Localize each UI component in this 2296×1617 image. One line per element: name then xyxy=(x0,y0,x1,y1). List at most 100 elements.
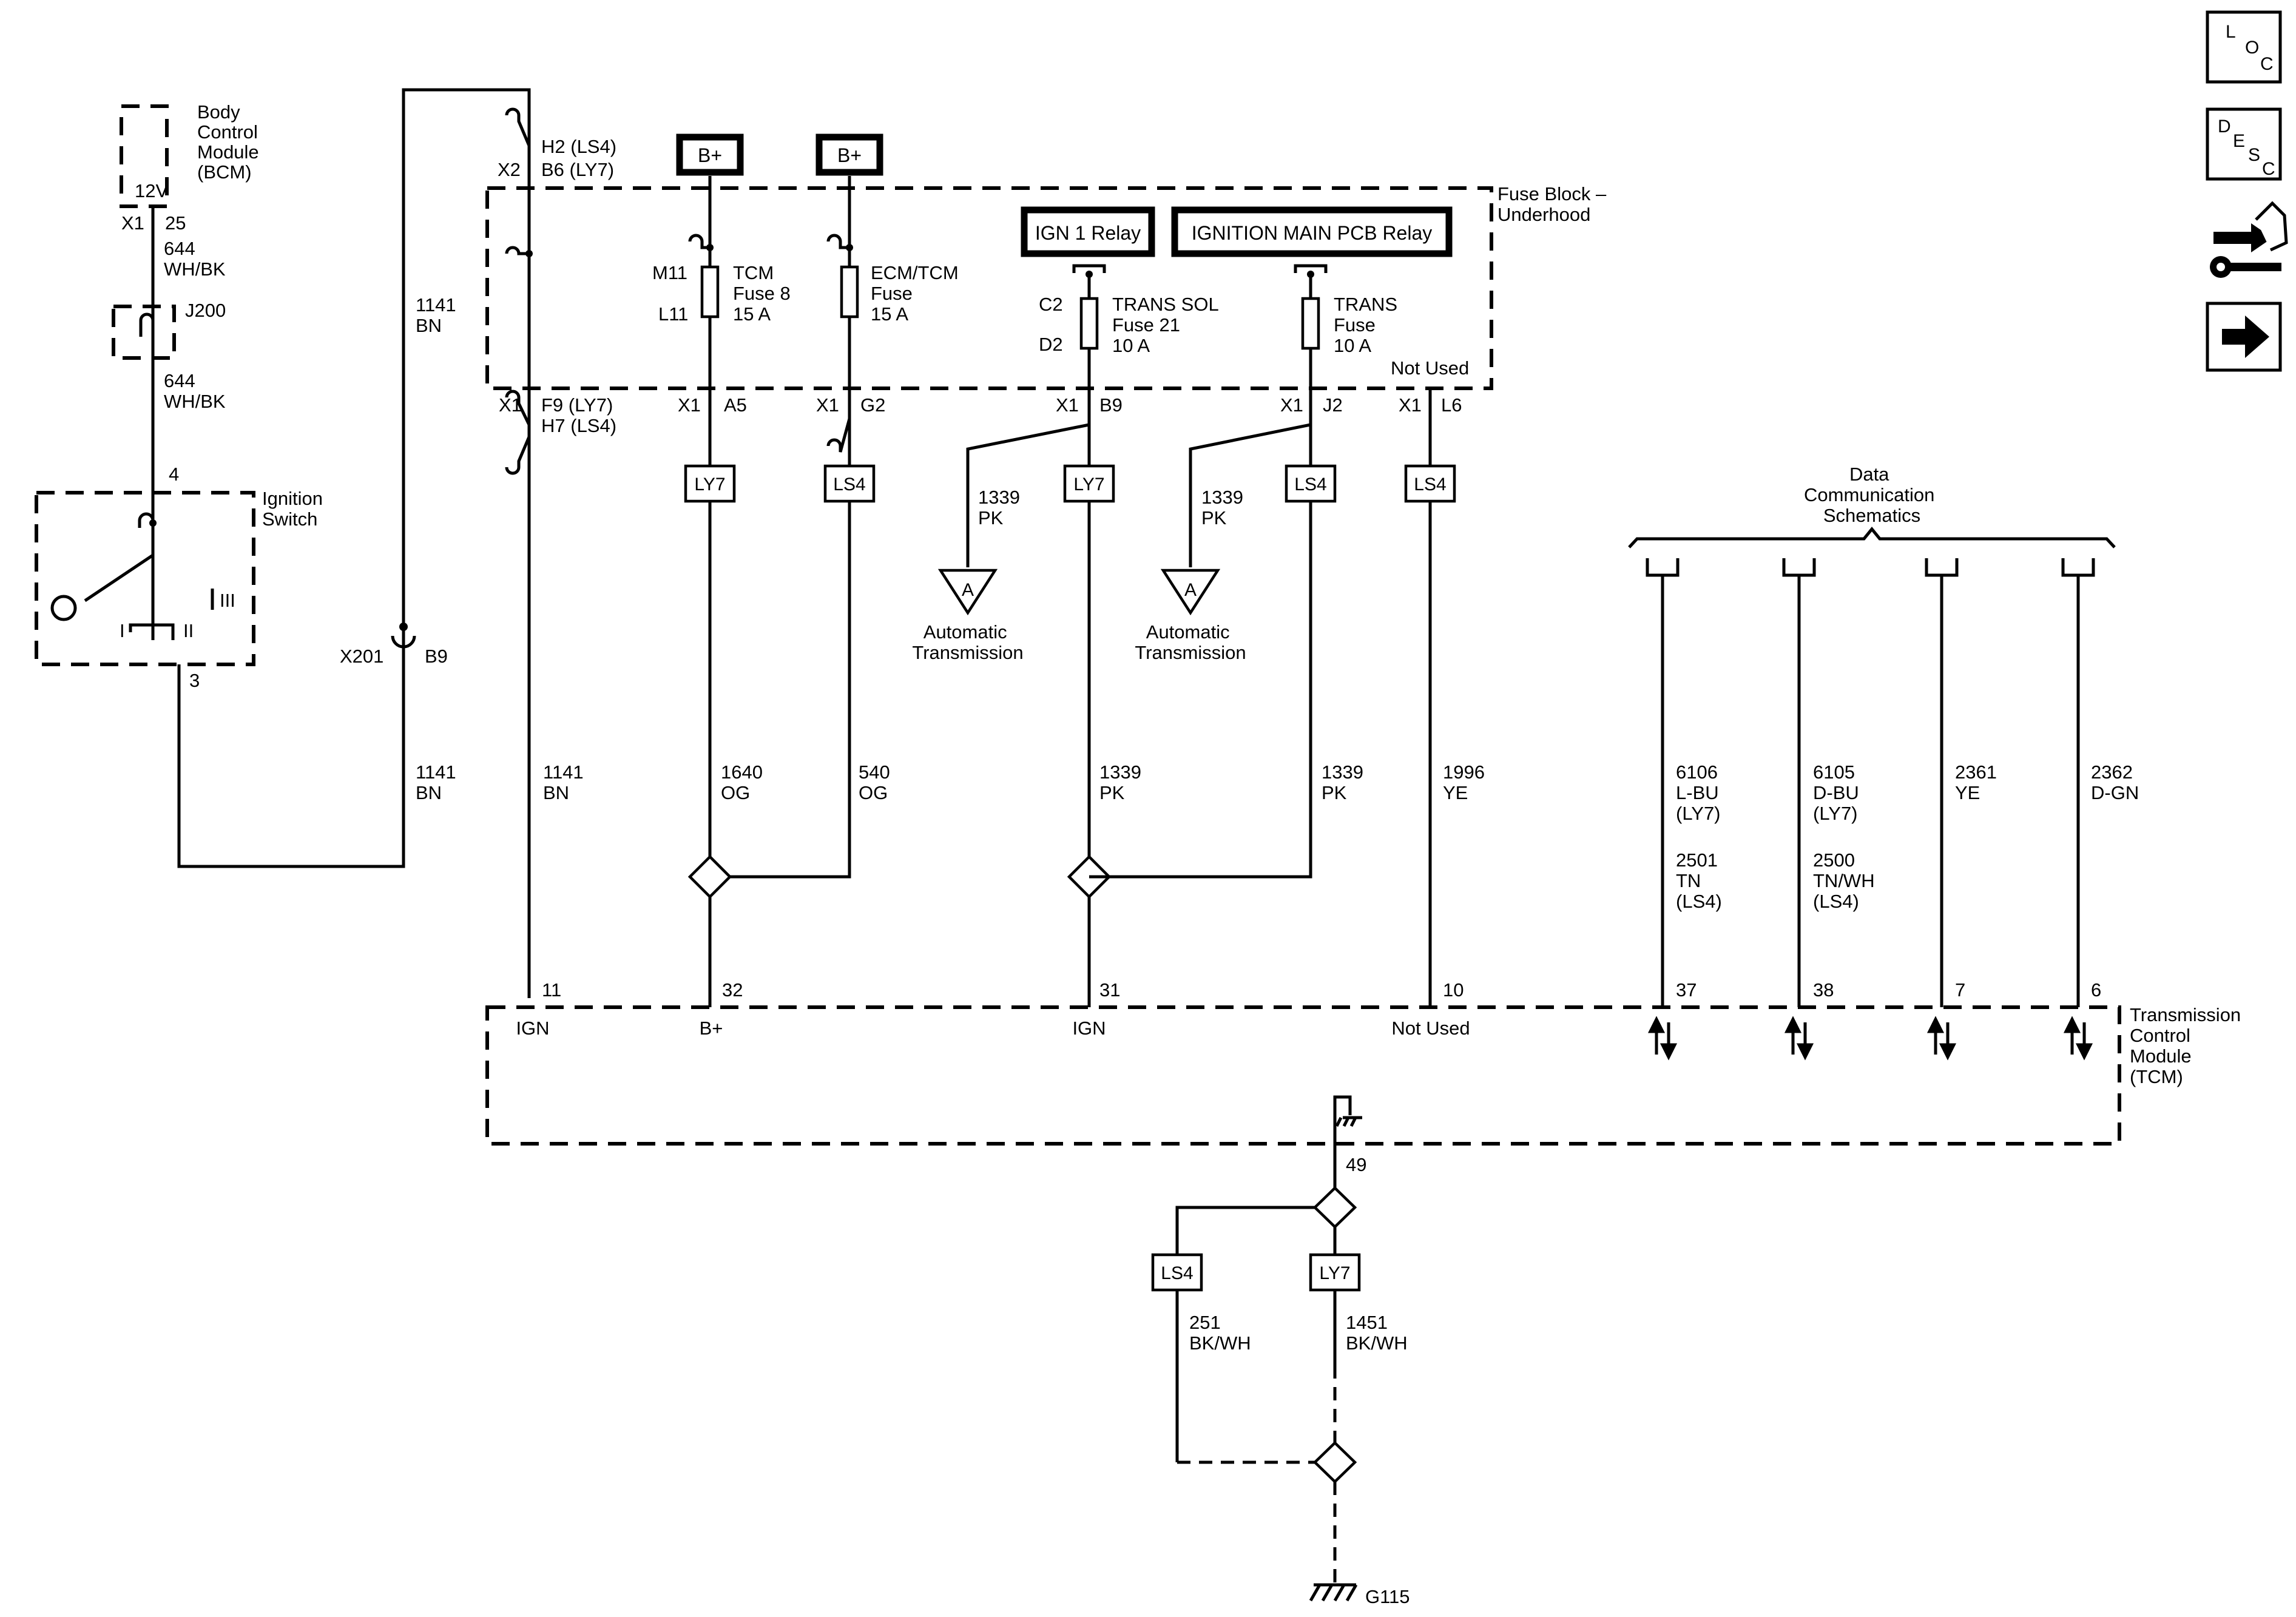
svg-text:S: S xyxy=(2248,145,2260,165)
svg-text:LS4: LS4 xyxy=(1414,474,1446,495)
bcm-voltage: 12V xyxy=(135,180,168,201)
svg-text:L6: L6 xyxy=(1441,394,1462,416)
ign1-relay: IGN 1 Relay xyxy=(1021,206,1155,257)
fuse-block-underhood: Fuse Block – Underhood X2 H2 (LS4) B6 (L… xyxy=(485,107,1612,475)
wire-1141-switch xyxy=(177,491,405,868)
svg-text:L: L xyxy=(2226,22,2236,42)
svg-text:X2: X2 xyxy=(498,159,521,180)
desc-button[interactable]: D E S C xyxy=(2206,107,2282,181)
svg-text:38: 38 xyxy=(1813,979,1834,1001)
ground-circuit: LS4 LY7 251 BK/WH 1451 BK/WH G115 xyxy=(1151,1186,1410,1607)
svg-text:A: A xyxy=(962,580,974,600)
svg-text:LS4: LS4 xyxy=(833,474,865,495)
svg-text:LY7: LY7 xyxy=(694,474,725,495)
offpage-a-left: 1339 PK A Automatic Transmission xyxy=(912,423,1090,663)
svg-text:Not Used: Not Used xyxy=(1391,357,1469,379)
bplus-source-1: B+ xyxy=(676,133,744,176)
svg-text:C: C xyxy=(2262,159,2275,179)
svg-text:B+: B+ xyxy=(698,144,722,166)
svg-text:10: 10 xyxy=(1443,979,1464,1001)
svg-text:31: 31 xyxy=(1099,979,1120,1001)
svg-text:O: O xyxy=(2245,38,2259,58)
svg-text:X1: X1 xyxy=(678,394,701,416)
svg-text:1339 PK: 1339 PK xyxy=(978,487,1025,528)
forward-arrow-button[interactable] xyxy=(2206,302,2282,372)
svg-text:A: A xyxy=(1184,580,1197,600)
svg-text:TRANS SOL Fuse 21: TRANS SOL Fuse 21 10 A xyxy=(1112,294,1223,356)
bidirectional-arrow-icons xyxy=(1647,1016,2093,1061)
ignition-switch: 4 Ignition Switch III I II 3 xyxy=(35,464,323,691)
svg-text:Data Communication: Data Communication Schematics xyxy=(1804,464,1940,526)
ecm-tcm-fuse: ECM/TCM Fuse 15 A X1 G2 LS4 xyxy=(710,176,964,879)
svg-text:A5: A5 xyxy=(724,394,747,416)
svg-text:I: I xyxy=(120,620,125,641)
ignition-main-pcb-relay: IGNITION MAIN PCB Relay xyxy=(1171,206,1453,257)
svg-text:IGN: IGN xyxy=(1072,1018,1106,1039)
loc-button[interactable]: L O C xyxy=(2206,10,2282,84)
svg-text:Transmission Control: Transmission Control Module (TCM) xyxy=(2130,1004,2246,1087)
wire-644-lower-label: 644 WH/BK xyxy=(164,370,226,412)
ground-g115-icon xyxy=(1309,1583,1358,1602)
bcm-pin: 25 xyxy=(165,212,186,234)
bcm-title: Body Control Module (BCM) xyxy=(197,101,264,183)
svg-text:J200: J200 xyxy=(185,300,226,321)
tcm-module: Transmission Control Module (TCM) 11 32 … xyxy=(485,979,2246,1207)
svg-text:X1: X1 xyxy=(1399,394,1422,416)
svg-text:L11: L11 xyxy=(658,303,688,325)
trans-fuse: TRANS Fuse 10 A X1 J2 LS4 xyxy=(1089,264,1397,879)
bcm-module: Body Control Module (BCM) 12V X1 25 xyxy=(120,101,264,234)
svg-text:B+: B+ xyxy=(837,144,862,166)
data-communication-bracket: Data Communication Schematics xyxy=(1628,464,2116,1007)
svg-text:X1: X1 xyxy=(1280,394,1303,416)
svg-text:Automatic Transmission: Automatic Transmission xyxy=(1135,621,1246,663)
trans-sol-fuse-21: C2 D2 TRANS SOL Fuse 21 10 A X1 B9 LY7 xyxy=(1039,264,1223,857)
svg-text:ECM/TCM Fuse 15 A: ECM/TCM Fuse 15 A xyxy=(871,262,964,325)
svg-text:X1: X1 xyxy=(816,394,839,416)
tcm-fuse-8: M11 L11 TCM Fuse 8 15 A X1 A5 LY7 xyxy=(652,176,795,857)
svg-text:7: 7 xyxy=(1955,979,1965,1001)
wire-1141-main-label: 1141 BN xyxy=(543,761,589,803)
svg-text:TCM Fuse 8 15 A: TCM Fuse 8 15 A xyxy=(733,262,795,325)
splice-j200: J200 xyxy=(112,300,226,360)
wire-1141-lower-label: 1141 BN xyxy=(416,761,461,803)
svg-text:IGN 1 Relay: IGN 1 Relay xyxy=(1035,222,1141,244)
svg-text:Not Used: Not Used xyxy=(1391,1018,1470,1039)
svg-text:M11: M11 xyxy=(652,262,687,283)
svg-text:X1: X1 xyxy=(1056,394,1079,416)
forward-arrow-icon xyxy=(2222,316,2269,358)
svg-text:C2: C2 xyxy=(1039,294,1063,315)
svg-text:4: 4 xyxy=(169,464,179,485)
svg-text:G115: G115 xyxy=(1365,1586,1410,1607)
tcm-ground-icon: 49 xyxy=(1333,1095,1366,1207)
connector-repair-icon[interactable] xyxy=(2210,201,2288,278)
wire-644-label: 644 WH/BK xyxy=(164,238,226,280)
svg-text:LS4: LS4 xyxy=(1294,474,1326,495)
svg-text:LS4: LS4 xyxy=(1161,1263,1193,1283)
svg-text:G2: G2 xyxy=(860,394,885,416)
connector-x201: X201 B9 xyxy=(340,623,448,667)
svg-text:D2: D2 xyxy=(1039,334,1063,355)
svg-text:B+: B+ xyxy=(700,1018,723,1039)
svg-text:37: 37 xyxy=(1676,979,1697,1001)
svg-text:E: E xyxy=(2233,131,2245,151)
svg-text:C: C xyxy=(2260,54,2274,74)
svg-text:32: 32 xyxy=(722,979,743,1001)
svg-text:D: D xyxy=(2218,116,2231,137)
svg-text:1339 PK: 1339 PK xyxy=(1201,487,1249,528)
bcm-connector: X1 xyxy=(121,212,144,234)
svg-text:F9 (LY7) H7 (LS4): F9 (LY7) H7 (LS4) xyxy=(541,394,618,436)
bplus-source-2: B+ xyxy=(815,133,883,176)
svg-text:Fuse Block – Underhood: Fuse Block – Underhood xyxy=(1497,183,1612,225)
wire-1141-upper-label: 1141 BN xyxy=(416,294,461,336)
svg-text:6: 6 xyxy=(2091,979,2101,1001)
